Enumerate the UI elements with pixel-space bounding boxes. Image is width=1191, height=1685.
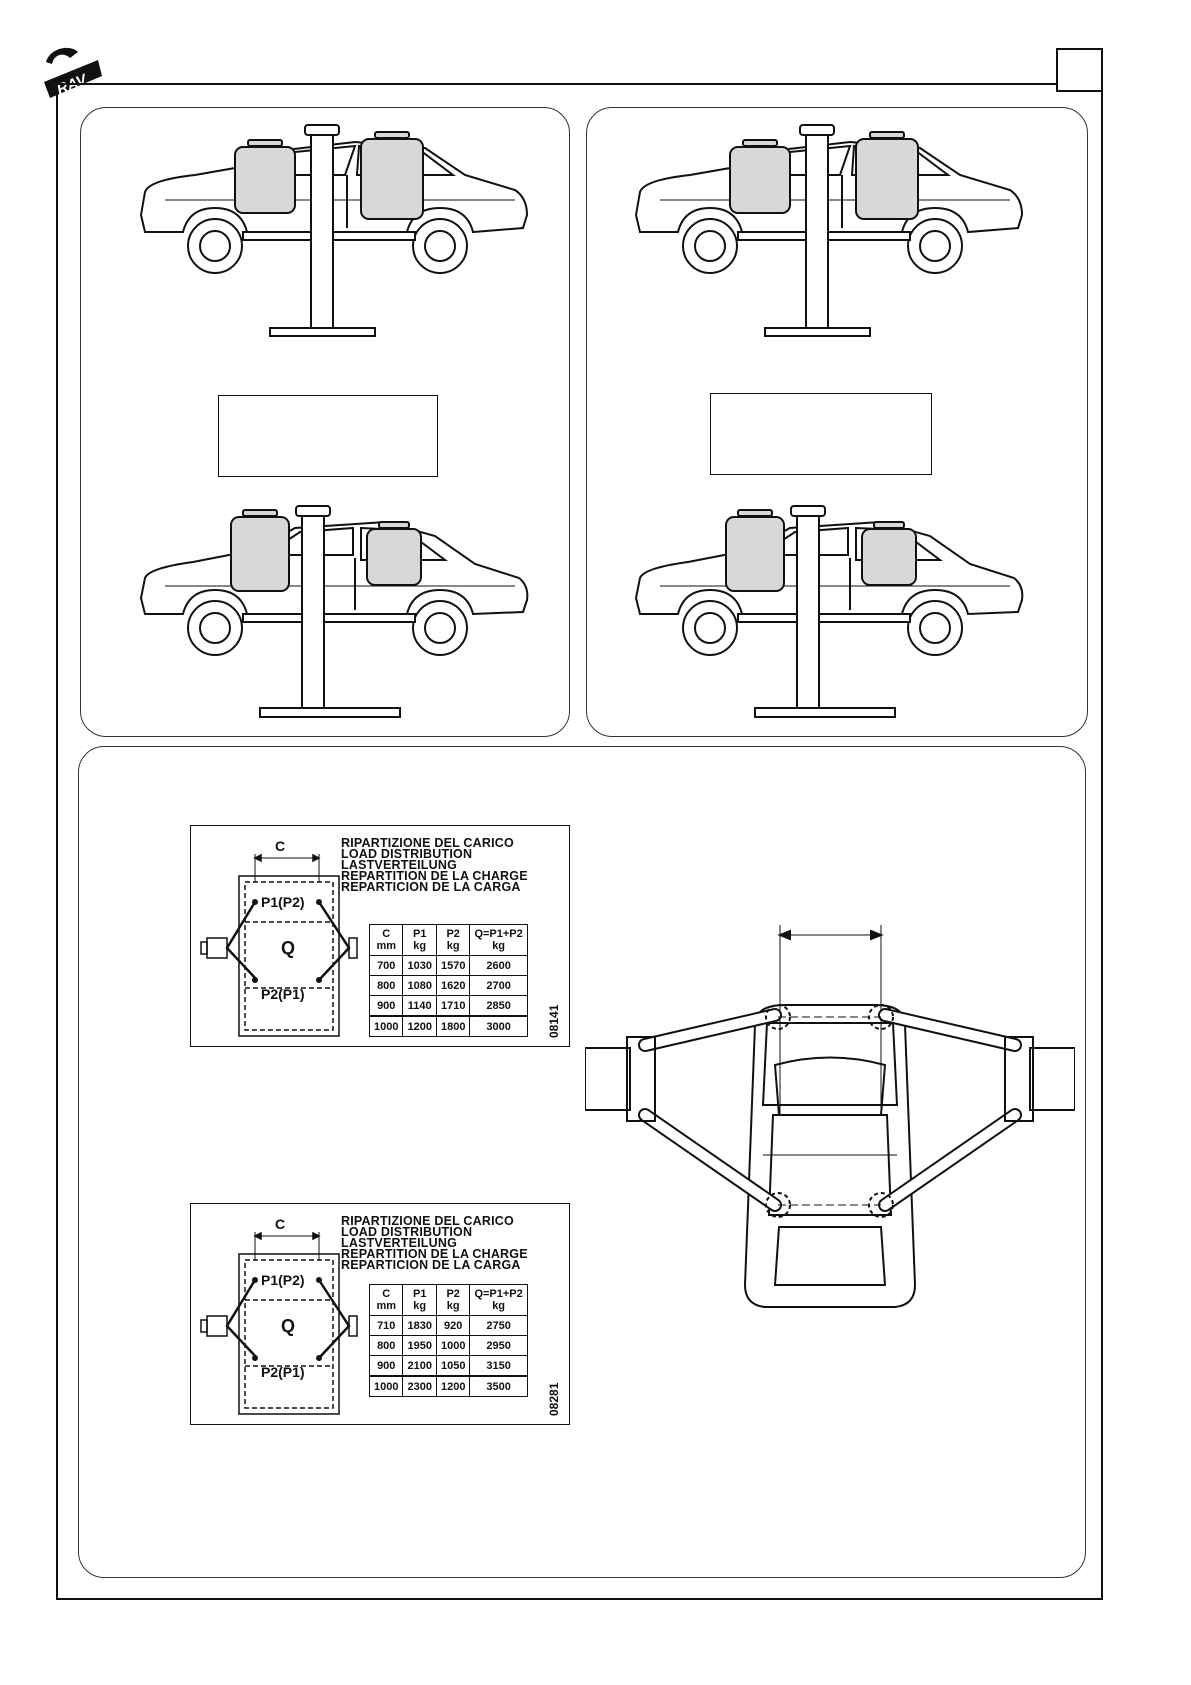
table-cell: 1140 [402, 995, 437, 1017]
panel-top-left [80, 107, 570, 737]
heading-line-it: RIPARTIZIONE DEL CARICO [341, 1214, 514, 1228]
car-top-view-illustration [585, 925, 1075, 1308]
figure-code: 08281 [547, 1382, 561, 1416]
dimension-label: C [275, 1216, 286, 1232]
table-row: 800 1950 1000 2950 [368, 1335, 528, 1356]
load-distribution-card: C P1(P2) Q P2(P1) RIPARTIZIONE DEL CARIC… [190, 825, 570, 1047]
table-cell: 2100 [402, 1355, 437, 1377]
table-cell: 1570 [435, 955, 471, 976]
car-on-lift-illustration [139, 505, 529, 718]
load-label: Q [281, 938, 296, 958]
table-cell: 3150 [469, 1355, 528, 1377]
table-row: 1000 2300 1200 3500 [368, 1375, 528, 1397]
table-cell: 1000 [368, 1375, 404, 1397]
load-table: C mm P1 kg P2 kg Q=P1+P2 kg 700 1030 157… [368, 924, 528, 1037]
table-cell: 1000 [435, 1335, 471, 1356]
table-cell: 2750 [469, 1315, 528, 1336]
table-cell: 2850 [469, 995, 528, 1017]
load-heading: RIPARTIZIONE DEL CARICO LOAD DISTRIBUTIO… [341, 1214, 528, 1272]
heading-line-fr: REPARTITION DE LA CHARGE [341, 869, 528, 883]
table-row: 800 1080 1620 2700 [368, 975, 528, 996]
load-distribution-card: C P1(P2) Q P2(P1) RIPARTIZIONE DEL CARIC… [190, 1203, 570, 1425]
panel-bottom [78, 746, 1086, 1578]
column-header: C mm [368, 924, 404, 956]
pad-label-front: P1(P2) [261, 1272, 305, 1288]
table-cell: 3000 [469, 1015, 528, 1037]
table-row: 900 1140 1710 2850 [368, 995, 528, 1017]
table-cell: 1080 [402, 975, 437, 996]
pad-label-rear: P2(P1) [261, 1364, 305, 1380]
table-cell: 3500 [469, 1375, 528, 1397]
heading-line-es: REPARTICION DE LA CARGA [341, 880, 521, 894]
table-header-row: C mm P1 kg P2 kg Q=P1+P2 kg [368, 1284, 528, 1316]
table-cell: 800 [368, 1335, 404, 1356]
header-rule [56, 83, 1056, 85]
panel-top-right [586, 107, 1088, 737]
table-cell: 1050 [435, 1355, 471, 1377]
table-cell: 710 [368, 1315, 404, 1336]
table-cell: 1950 [402, 1335, 437, 1356]
heading-line-it: RIPARTIZIONE DEL CARICO [341, 836, 514, 850]
lift-plan-diagram [200, 853, 358, 1037]
column-header: C mm [368, 1284, 404, 1316]
load-heading: RIPARTIZIONE DEL CARICO LOAD DISTRIBUTIO… [341, 836, 528, 894]
heading-line-en: LOAD DISTRIBUTION [341, 1225, 473, 1239]
column-header: P2 kg [435, 1284, 471, 1316]
caption-box [710, 393, 932, 475]
load-table: C mm P1 kg P2 kg Q=P1+P2 kg 710 1830 920… [368, 1284, 528, 1397]
table-cell: 800 [368, 975, 404, 996]
page-number-box [1056, 48, 1103, 92]
dimension-label: C [275, 838, 286, 854]
page-frame [56, 84, 1103, 1600]
heading-line-en: LOAD DISTRIBUTION [341, 847, 473, 861]
table-cell: 1030 [402, 955, 437, 976]
table-cell: 1710 [435, 995, 471, 1017]
car-on-lift-illustration [139, 124, 529, 337]
caption-box [218, 395, 438, 477]
table-row: 1000 1200 1800 3000 [368, 1015, 528, 1037]
table-row: 900 2100 1050 3150 [368, 1355, 528, 1377]
pad-label-front: P1(P2) [261, 894, 305, 910]
table-cell: 900 [368, 995, 404, 1017]
heading-line-de: LASTVERTEILUNG [341, 858, 457, 872]
table-row: 710 1830 920 2750 [368, 1315, 528, 1336]
pad-label-rear: P2(P1) [261, 986, 305, 1002]
table-cell: 700 [368, 955, 404, 976]
heading-line-de: LASTVERTEILUNG [341, 1236, 457, 1250]
table-cell: 1800 [435, 1015, 471, 1037]
table-cell: 1200 [435, 1375, 471, 1397]
car-on-lift-illustration [634, 124, 1024, 337]
table-cell: 900 [368, 1355, 404, 1377]
column-header: P1 kg [402, 924, 437, 956]
table-cell: 2700 [469, 975, 528, 996]
heading-line-es: REPARTICION DE LA CARGA [341, 1258, 521, 1272]
table-cell: 1000 [368, 1015, 404, 1037]
table-row: 700 1030 1570 2600 [368, 955, 528, 976]
column-header: Q=P1+P2 kg [469, 1284, 528, 1316]
table-cell: 920 [435, 1315, 471, 1336]
table-cell: 2600 [469, 955, 528, 976]
table-cell: 2300 [402, 1375, 437, 1397]
table-cell: 2950 [469, 1335, 528, 1356]
load-label: Q [281, 1316, 296, 1336]
table-header-row: C mm P1 kg P2 kg Q=P1+P2 kg [368, 924, 528, 956]
heading-line-fr: REPARTITION DE LA CHARGE [341, 1247, 528, 1261]
lift-plan-diagram [200, 1231, 358, 1415]
column-header: Q=P1+P2 kg [469, 924, 528, 956]
table-cell: 1200 [402, 1015, 437, 1037]
car-on-lift-illustration [634, 505, 1024, 718]
table-cell: 1830 [402, 1315, 437, 1336]
figure-code: 08141 [547, 1004, 561, 1038]
column-header: P2 kg [435, 924, 471, 956]
table-cell: 1620 [435, 975, 471, 996]
column-header: P1 kg [402, 1284, 437, 1316]
